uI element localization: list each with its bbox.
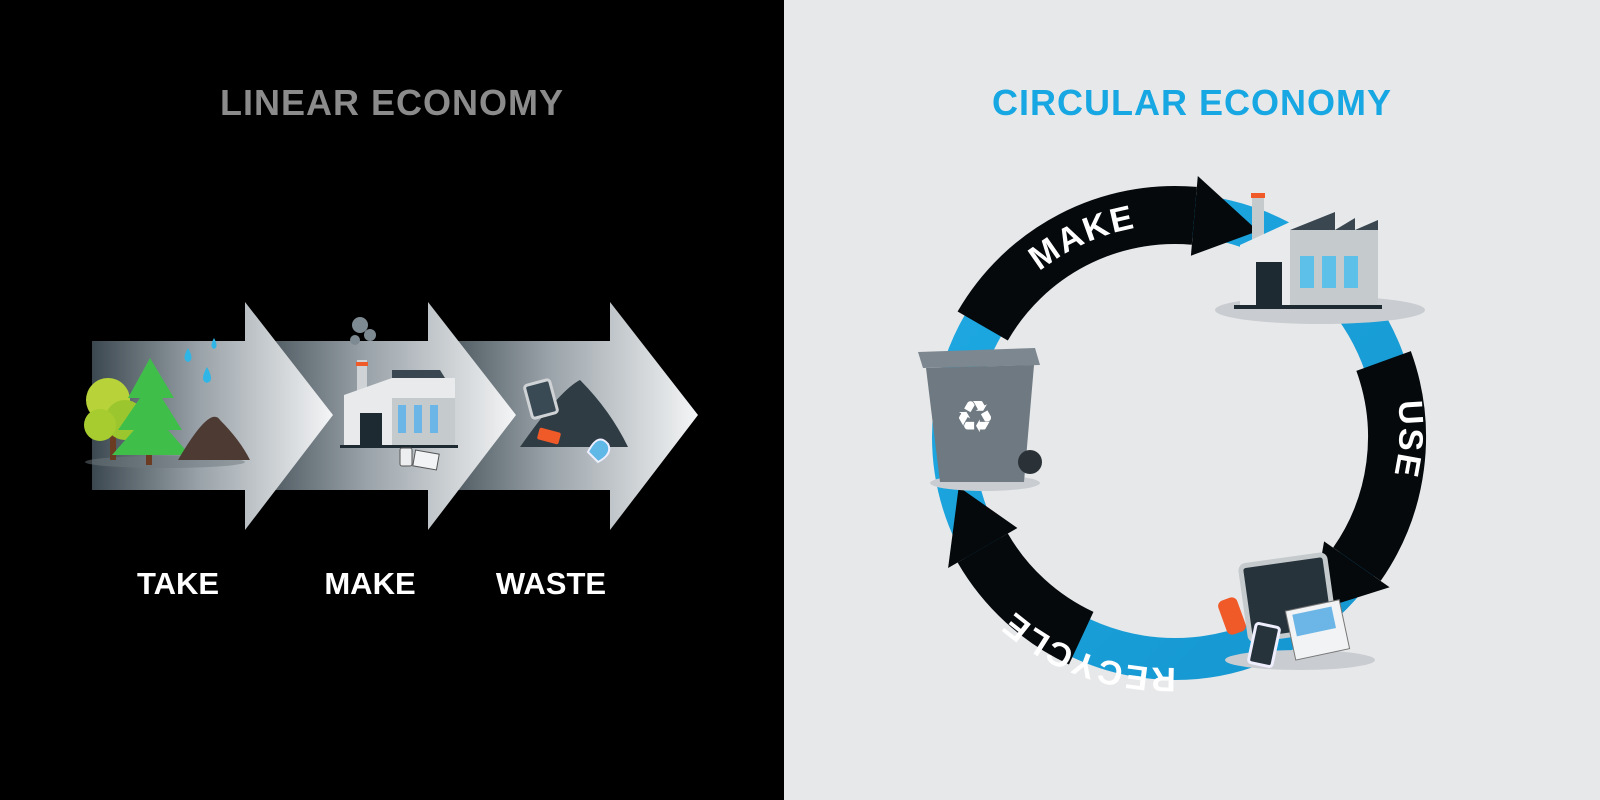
step-label-waste: WASTE xyxy=(495,566,607,601)
step-label-make: MAKE xyxy=(324,566,416,601)
factory-icon xyxy=(340,317,458,471)
circular-economy-title: CIRCULAR ECONOMY xyxy=(992,82,1392,123)
devices-icon xyxy=(1218,552,1375,670)
water-drops-icon xyxy=(184,338,217,383)
circular-factory-icon xyxy=(1215,193,1425,324)
recycling-bin-icon: ♻ xyxy=(918,348,1042,491)
trees-icon xyxy=(84,358,245,468)
waste-pile-icon xyxy=(520,378,628,464)
linear-economy-title: LINEAR ECONOMY xyxy=(219,82,564,123)
step-label-take: TAKE xyxy=(136,566,220,601)
make-cycle-arrow xyxy=(957,176,1258,341)
recycle-cycle-arrow xyxy=(948,486,1095,665)
cycle-label-use: USE xyxy=(1386,399,1430,482)
linear-arrow-take xyxy=(92,302,333,530)
soil-pile-icon xyxy=(178,416,250,460)
recycle-symbol-icon: ♻ xyxy=(955,393,994,442)
